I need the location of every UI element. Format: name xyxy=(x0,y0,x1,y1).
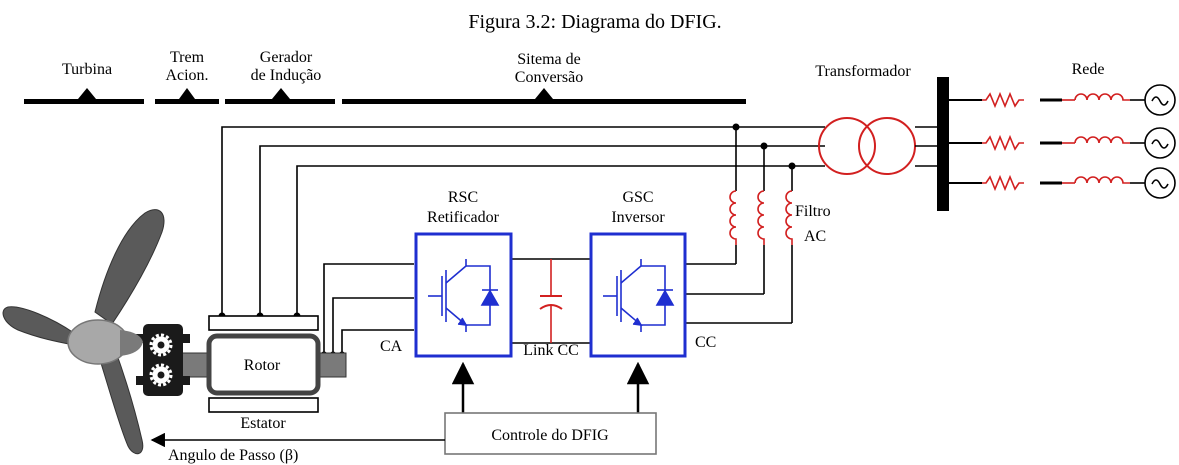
grid-busbar xyxy=(937,77,949,211)
stator-phase-c xyxy=(296,165,825,316)
stator-lines xyxy=(221,126,825,316)
stator-phase-b xyxy=(259,145,825,316)
grid-branch-1 xyxy=(949,84,1176,116)
dc-link xyxy=(511,258,591,344)
cc-label: CC xyxy=(695,334,716,351)
gear-icon xyxy=(149,333,173,387)
dfig-control-box xyxy=(444,412,657,455)
bracket-gerador xyxy=(225,99,335,104)
grid-inductor xyxy=(1074,176,1130,184)
rsc-ac-wiring xyxy=(323,263,414,355)
filter-label-line-1: Filtro xyxy=(795,203,831,220)
ca-label: CA xyxy=(380,338,403,355)
link-cc-label: Link CC xyxy=(523,342,579,359)
filter-inductor-1 xyxy=(729,127,737,264)
section-gerador-line-2: de Indução xyxy=(251,67,322,84)
grid-inductor xyxy=(1074,93,1130,101)
section-label-transformador: Transformador xyxy=(815,63,911,80)
gsc-converter xyxy=(589,232,687,358)
turbine-hub xyxy=(67,319,129,365)
gsc-label-line-1: GSC xyxy=(622,189,653,206)
rsc-label-line-1: RSC xyxy=(448,189,478,206)
grid-resistor xyxy=(982,174,1024,192)
transformer-secondary-coil xyxy=(858,117,916,175)
rsc-box xyxy=(414,232,513,358)
section-label-turbina: Turbina xyxy=(62,61,112,78)
bracket-trem-peak xyxy=(179,88,195,99)
grid-branch-2 xyxy=(949,127,1176,159)
figure-caption: Figura 3.2: Diagrama do DFIG. xyxy=(468,11,721,33)
section-trem-line-2: Acion. xyxy=(165,67,208,84)
gsc-box xyxy=(589,232,687,358)
section-trem-line-1: Trem xyxy=(170,49,205,66)
section-label-conversao: Sitema de Conversão xyxy=(515,51,583,86)
rsc-converter xyxy=(414,232,513,358)
transformer-primary-coil xyxy=(818,117,876,175)
igbt-diode-icon xyxy=(603,259,675,332)
stator-bottom xyxy=(208,397,319,413)
turbine-blade-up xyxy=(94,209,165,325)
grid-branches xyxy=(949,84,1176,199)
gsc-ac-wiring xyxy=(685,263,792,324)
section-gerador-line-1: Gerador xyxy=(260,49,313,66)
section-turbina-line-1: Turbina xyxy=(62,61,112,78)
rotor-body xyxy=(206,333,321,396)
stator-label: Estator xyxy=(240,415,286,432)
gearbox xyxy=(136,324,190,396)
rsc-label-line-2: Retificador xyxy=(427,209,500,226)
turbine-blade-left xyxy=(2,306,75,346)
igbt-diode-icon xyxy=(428,259,500,332)
grid-inductor xyxy=(1074,136,1130,144)
wind-turbine xyxy=(2,209,165,455)
filter-label-line-2: AC xyxy=(804,228,826,245)
section-label-gerador: Gerador de Indução xyxy=(251,49,322,84)
transformer xyxy=(818,117,916,175)
ac-filter xyxy=(729,127,793,323)
bracket-conversao xyxy=(342,99,746,104)
stator-phase-a xyxy=(221,126,825,316)
section-label-rede: Rede xyxy=(1072,61,1105,78)
bracket-gerador-peak xyxy=(272,88,290,99)
bracket-turbina xyxy=(24,99,144,104)
gsc-label-line-2: Inversor xyxy=(611,209,665,226)
filter-inductor-3 xyxy=(785,166,793,323)
bracket-turbina-peak xyxy=(78,88,96,99)
transformer-output-lines xyxy=(915,126,940,167)
stator-top xyxy=(208,315,319,331)
control-arrows xyxy=(451,361,650,413)
section-label-trem: Trem Acion. xyxy=(165,49,208,84)
section-conversao-line-2: Conversão xyxy=(515,69,583,86)
bracket-trem xyxy=(155,99,219,104)
section-brackets xyxy=(24,88,746,104)
grid-resistor xyxy=(982,134,1024,152)
dfig-control-label: Controle do DFIG xyxy=(491,427,609,444)
bracket-conversao-peak xyxy=(535,88,553,99)
rotor-label: Rotor xyxy=(244,357,281,374)
grid-branch-3 xyxy=(949,167,1176,199)
filter-inductor-2 xyxy=(757,146,765,294)
grid-resistor xyxy=(982,91,1024,109)
pitch-angle-label: Angulo de Passo (β) xyxy=(168,447,298,464)
turbine-blade-down xyxy=(99,351,144,455)
section-conversao-line-1: Sitema de xyxy=(517,51,581,68)
